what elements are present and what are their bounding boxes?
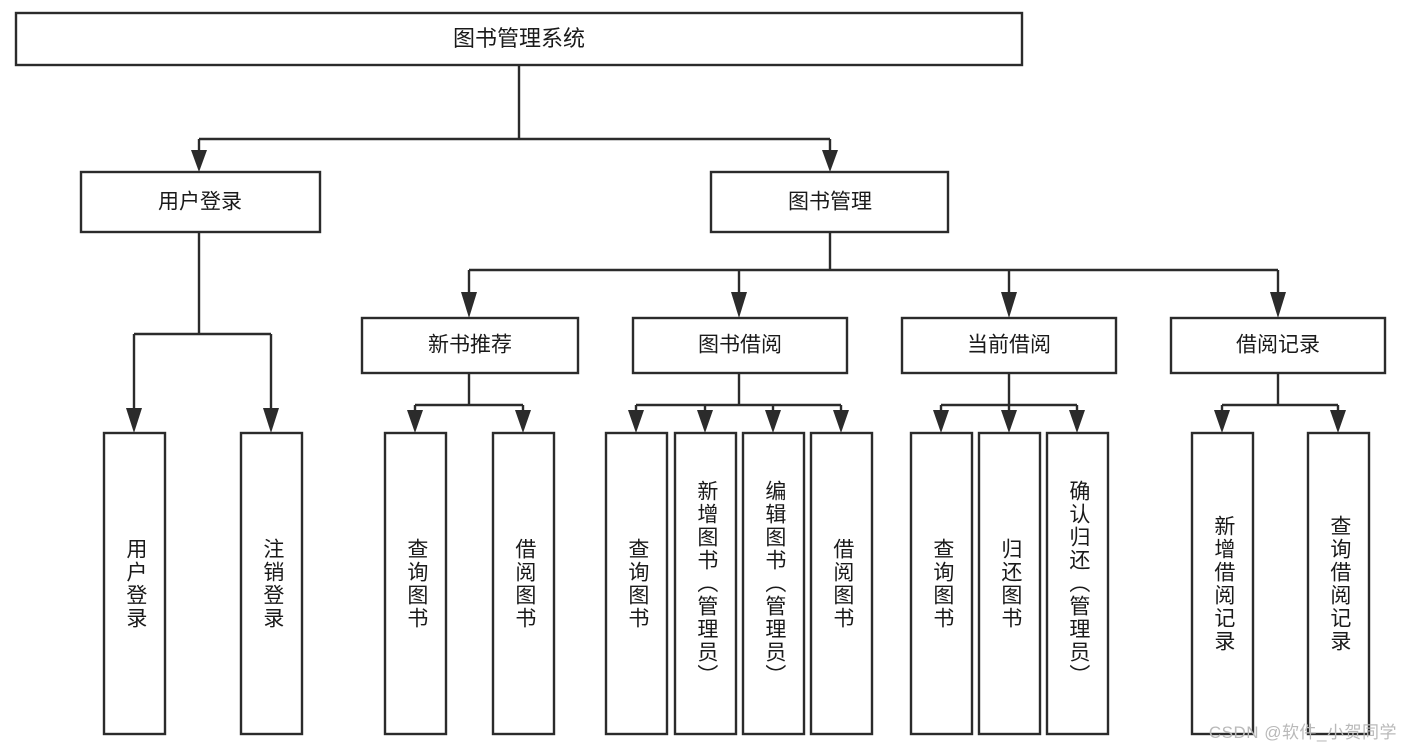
node-user-login-label: 用户登录	[158, 191, 242, 214]
arrowhead-to-user-login	[191, 150, 207, 172]
node-root-label: 图书管理系统	[453, 26, 585, 51]
arrowhead-recommend-leaf-2	[515, 410, 531, 433]
node-borrow-record[interactable]	[1169, 316, 1387, 375]
leaf-record-query-record[interactable]	[1306, 431, 1371, 736]
node-current-borrow-label: 当前借阅	[967, 334, 1051, 357]
arrowhead-record-leaf-2	[1330, 410, 1346, 433]
arrowhead-login-leaf-2	[263, 408, 279, 433]
arrowhead-login-leaf-1	[126, 408, 142, 433]
arrowhead-current-leaf-1	[933, 410, 949, 433]
arrowhead-borrow-leaf-4	[833, 410, 849, 433]
leaf-borrow-edit-book-admin[interactable]	[741, 431, 806, 736]
leaf-borrow-query-book[interactable]	[604, 431, 669, 736]
leaf-user-login-login[interactable]	[102, 431, 167, 736]
arrowhead-to-book-borrow	[731, 292, 747, 318]
leaf-current-return-book[interactable]	[977, 431, 1042, 736]
arrowhead-borrow-leaf-3	[765, 410, 781, 433]
arrowhead-borrow-leaf-1	[628, 410, 644, 433]
node-current-borrow[interactable]	[900, 316, 1118, 375]
leaf-record-add-record[interactable]	[1190, 431, 1255, 736]
leaf-borrow-add-book-admin[interactable]	[673, 431, 738, 736]
leaf-current-confirm-return-admin[interactable]	[1045, 431, 1110, 736]
arrowhead-to-borrow-record	[1270, 292, 1286, 318]
node-book-borrow-label: 图书借阅	[698, 334, 782, 357]
leaf-user-login-logout[interactable]	[239, 431, 304, 736]
node-book-management-label: 图书管理	[788, 191, 872, 214]
node-new-book-recommend[interactable]	[360, 316, 580, 375]
connector-layer	[126, 65, 1346, 433]
leaf-borrow-borrow-book[interactable]	[809, 431, 874, 736]
leaf-recommend-query-book[interactable]	[383, 431, 448, 736]
node-new-book-recommend-label: 新书推荐	[428, 334, 512, 357]
arrowhead-current-leaf-2	[1001, 410, 1017, 433]
node-book-borrow[interactable]	[631, 316, 849, 375]
arrowhead-current-leaf-3	[1069, 410, 1085, 433]
leaf-recommend-borrow-book[interactable]	[491, 431, 556, 736]
arrowhead-borrow-leaf-2	[697, 410, 713, 433]
arrowhead-record-leaf-1	[1214, 410, 1230, 433]
node-borrow-record-label: 借阅记录	[1236, 334, 1320, 357]
arrowhead-to-new-book-recommend	[461, 292, 477, 318]
node-user-login[interactable]	[79, 170, 322, 234]
arrowhead-recommend-leaf-1	[407, 410, 423, 433]
node-book-management[interactable]	[709, 170, 950, 234]
csdn-watermark: CSDN @软件_小贺同学	[1208, 723, 1397, 742]
node-layer: 图书管理系统 用户登录 图书管理 新书推荐 图书借阅 当前借阅 借阅记录	[14, 11, 1387, 736]
leaf-current-query-book[interactable]	[909, 431, 974, 736]
node-root-book-management-system[interactable]	[14, 11, 1024, 67]
arrowhead-to-current-borrow	[1001, 292, 1017, 318]
arrowhead-to-book-management	[822, 150, 838, 172]
